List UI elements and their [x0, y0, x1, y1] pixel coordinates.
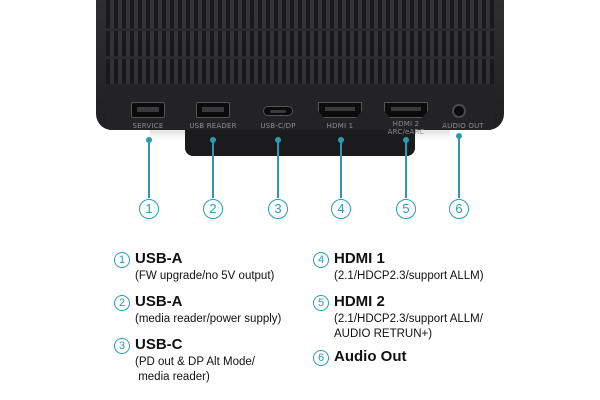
legend-number-1: 1	[114, 252, 130, 268]
callout-number-6: 6	[449, 199, 469, 219]
legend-desc-line: (2.1/HDCP2.3/support ALLM/	[334, 313, 483, 325]
legend-desc-line: media reader)	[135, 371, 210, 383]
callout-number-5: 5	[396, 199, 416, 219]
callout-line-2	[212, 140, 214, 198]
port-label-5: HDMI 2 ARC/eARC	[387, 120, 425, 136]
legend-title-5: HDMI 2	[334, 293, 385, 310]
legend-desc-line: (FW upgrade/no 5V output)	[135, 270, 275, 282]
legend-title-4: HDMI 1	[334, 250, 385, 267]
legend-number-6: 6	[313, 350, 329, 366]
legend-desc-line: (media reader/power supply)	[135, 313, 282, 325]
grille-divider	[106, 28, 494, 31]
legend-number-4: 4	[313, 252, 329, 268]
legend-number-3: 3	[114, 338, 130, 354]
port-label-1: SERVICE	[132, 122, 164, 130]
hdmi-2-port	[384, 102, 428, 118]
legend-desc-line: (PD out & DP Alt Mode/	[135, 356, 255, 368]
legend-number-2: 2	[114, 295, 130, 311]
usb-c-port	[263, 106, 293, 116]
port-label-6: AUDIO OUT	[442, 122, 484, 130]
port-panel	[106, 86, 494, 130]
legend-desc-line: (2.1/HDCP2.3/support ALLM)	[334, 270, 484, 282]
legend-title-3: USB-C	[135, 336, 183, 353]
port-label-2: USB READER	[189, 122, 237, 130]
callout-number-4: 4	[331, 199, 351, 219]
callout-line-1	[148, 140, 150, 198]
hdmi-1-port	[318, 102, 362, 118]
callout-line-6	[458, 136, 460, 198]
usb-a-service-port	[131, 102, 165, 118]
usb-a-reader-port	[196, 102, 230, 118]
device-stand	[185, 130, 415, 156]
callout-line-3	[277, 140, 279, 198]
port-label-3: USB-C/DP	[260, 122, 296, 130]
legend-desc-line: AUDIO RETRUN+)	[334, 328, 433, 340]
port-label-4: HDMI 1	[326, 122, 354, 130]
legend-desc-3: (PD out & DP Alt Mode/ media reader)	[135, 355, 255, 385]
callout-line-4	[340, 140, 342, 198]
grille-divider	[106, 56, 494, 59]
callout-number-3: 3	[268, 199, 288, 219]
legend-title-6: Audio Out	[334, 348, 407, 365]
vent-grille	[106, 0, 494, 84]
legend-desc-2: (media reader/power supply)	[135, 312, 281, 327]
audio-out-jack	[452, 104, 466, 118]
legend-title-2: USB-A	[135, 293, 183, 310]
callout-number-1: 1	[139, 199, 159, 219]
callout-line-5	[405, 140, 407, 198]
legend-desc-1: (FW upgrade/no 5V output)	[135, 269, 274, 284]
legend-desc-4: (2.1/HDCP2.3/support ALLM)	[334, 269, 484, 284]
legend-desc-5: (2.1/HDCP2.3/support ALLM/ AUDIO RETRUN+…	[334, 312, 483, 342]
callout-number-2: 2	[203, 199, 223, 219]
legend-number-5: 5	[313, 295, 329, 311]
legend-title-1: USB-A	[135, 250, 183, 267]
